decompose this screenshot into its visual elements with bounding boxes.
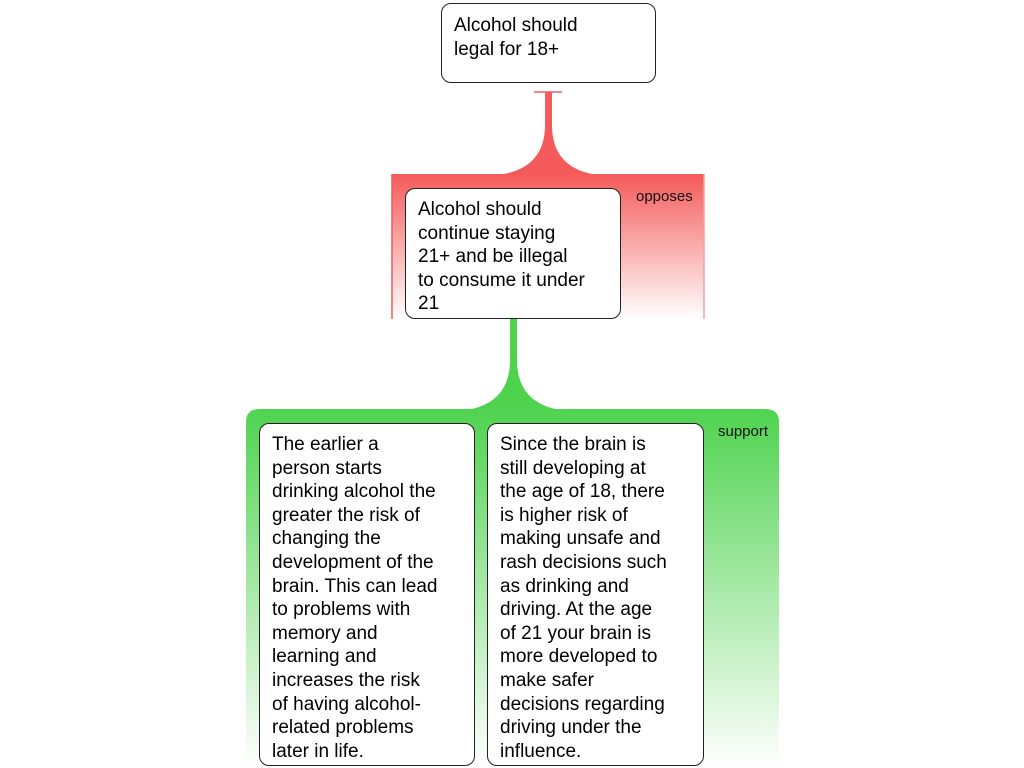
support-reason-box[interactable]: The earlier a person starts drinking alc… — [259, 423, 475, 766]
oppose-connector — [504, 92, 592, 174]
support-connector — [472, 319, 555, 409]
support-reason-box[interactable]: Since the brain is still developing at t… — [487, 423, 704, 766]
root-claim-box[interactable]: Alcohol should legal for 18+ — [441, 3, 656, 83]
oppose-claim-box[interactable]: Alcohol should continue staying 21+ and … — [405, 188, 621, 319]
opposes-label: opposes — [636, 188, 693, 205]
support-label: support — [718, 423, 769, 440]
